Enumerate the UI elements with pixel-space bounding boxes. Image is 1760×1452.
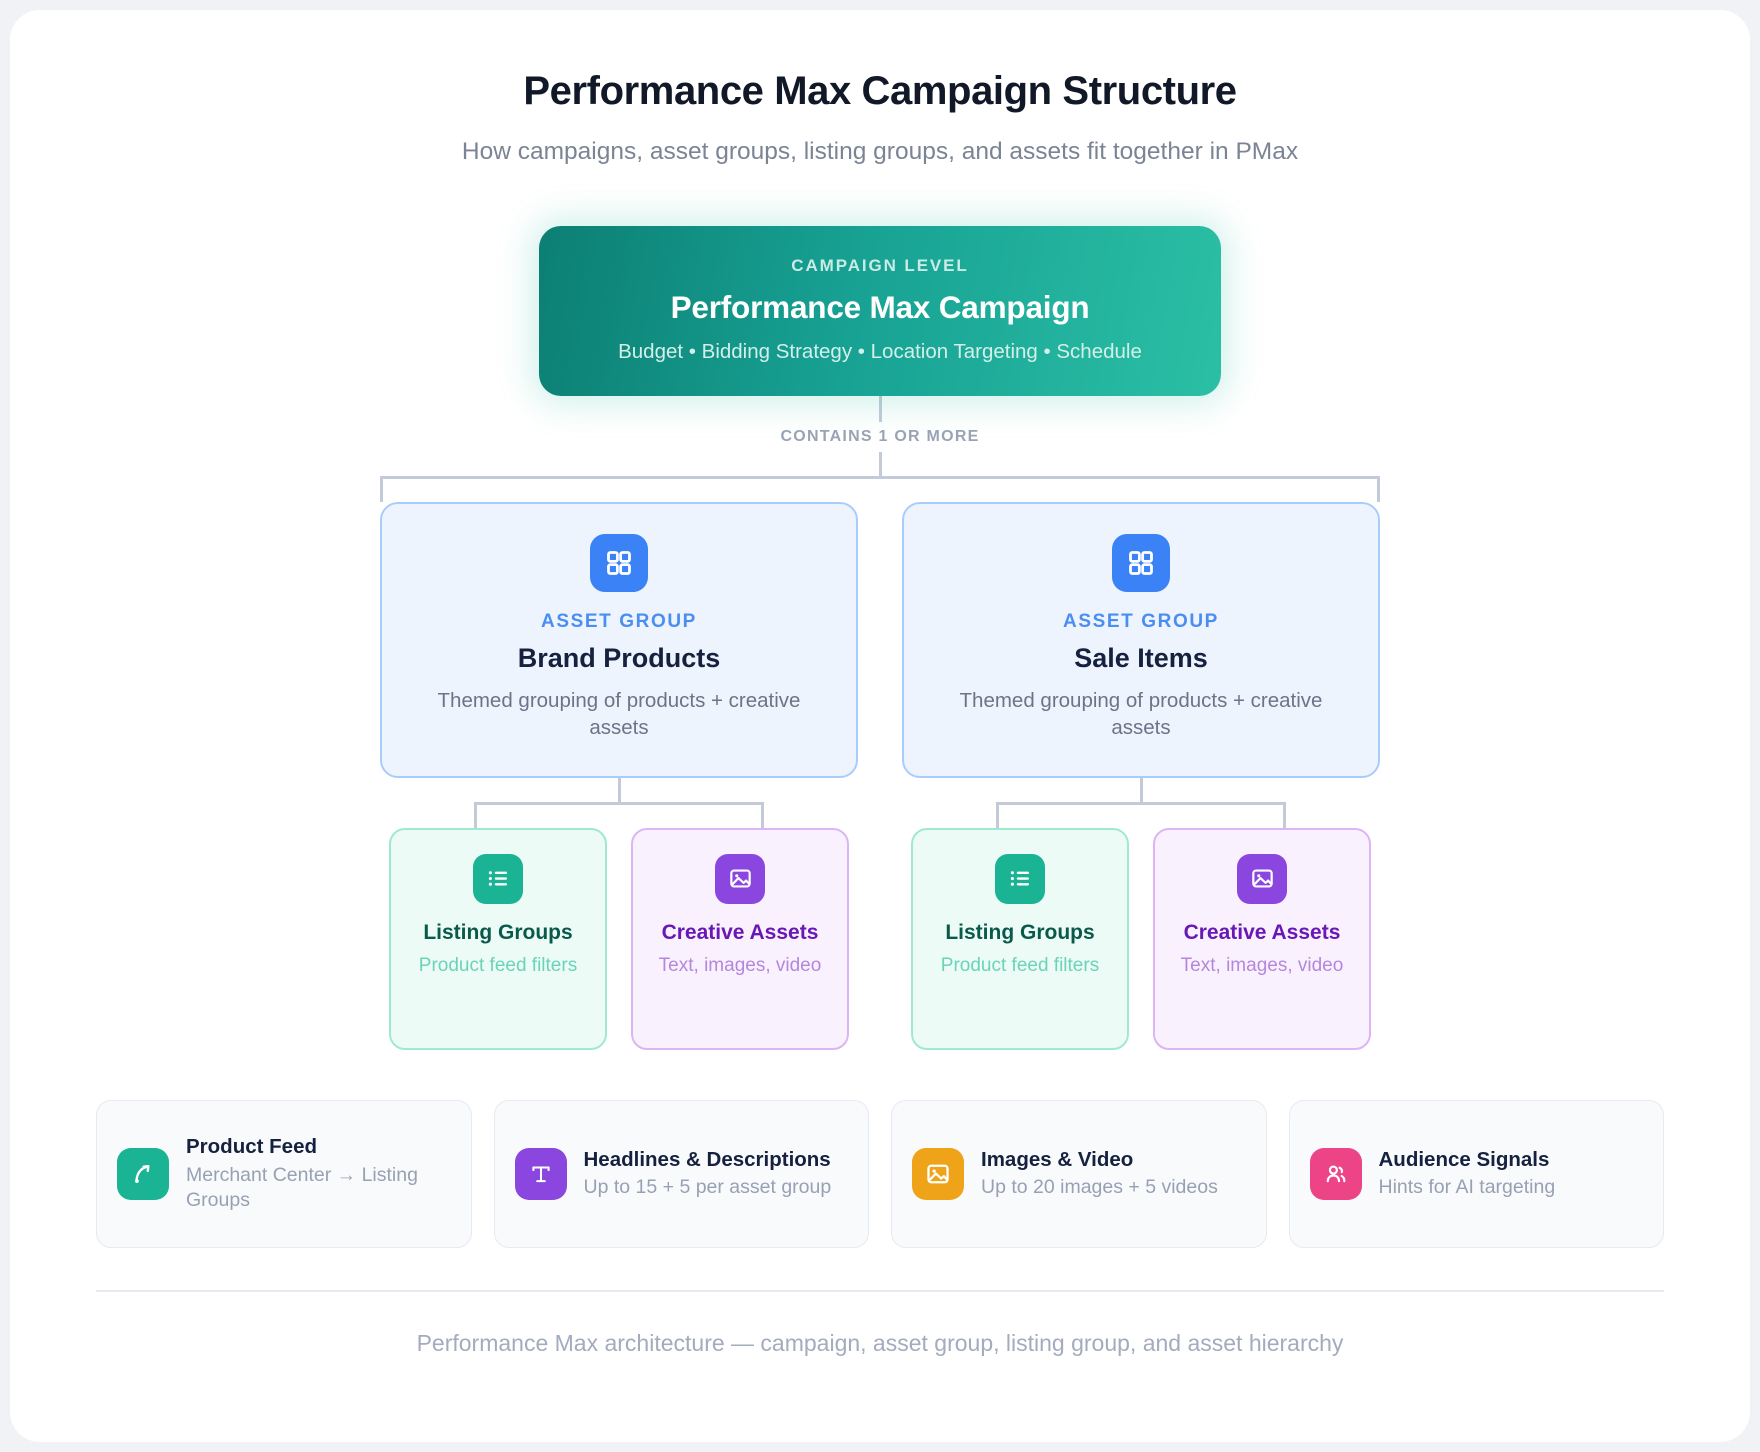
page-subtitle: How campaigns, asset groups, listing gro… (461, 138, 1299, 165)
child-desc: Product feed filters (418, 955, 578, 977)
list-icon (473, 853, 523, 904)
grid-2x2-icon (1112, 533, 1170, 592)
asset-group-card[interactable]: ASSET GROUP Brand Products Themed groupi… (380, 501, 858, 778)
child-desc: Product feed filters (940, 955, 1100, 977)
legend-title: Images & Video (981, 1147, 1134, 1171)
listing-groups-node[interactable]: Listing Groups Product feed filters (911, 827, 1129, 1050)
child-desc: Text, images, video (1180, 955, 1344, 977)
legend-desc: Up to 15 + 5 per asset group (583, 1176, 832, 1199)
asset-group-row: ASSET GROUP Brand Products Themed groupi… (96, 501, 1664, 778)
connector-bracket-assetgroup (996, 801, 1286, 828)
campaign-name: Performance Max Campaign (670, 288, 1090, 325)
connector-bracket-campaign (380, 475, 1380, 502)
diagram-card: Performance Max Campaign Structure How c… (10, 10, 1750, 1442)
asset-group-name: Brand Products (517, 642, 721, 673)
connector-label: CONTAINS 1 OR MORE (780, 427, 980, 445)
asset-group-desc: Themed grouping of products + creative a… (437, 688, 801, 740)
image-icon (715, 853, 765, 904)
asset-group-card[interactable]: ASSET GROUP Sale Items Themed grouping o… (902, 501, 1380, 778)
legend-row: Product Feed Merchant Center → Listing G… (96, 1099, 1664, 1248)
footer-caption: Performance Max architecture — campaign,… (416, 1329, 1344, 1356)
child-desc: Text, images, video (658, 955, 822, 977)
legend-title: Product Feed (186, 1135, 317, 1159)
legend-desc: Up to 20 images + 5 videos (981, 1176, 1218, 1199)
legend-card-product-feed[interactable]: Product Feed Merchant Center → Listing G… (96, 1099, 472, 1248)
legend-desc: Hints for AI targeting (1378, 1176, 1556, 1199)
legend-card-images-video[interactable]: Images & Video Up to 20 images + 5 video… (891, 1099, 1267, 1248)
asset-group-kicker: ASSET GROUP (1063, 610, 1219, 632)
asset-group-name: Sale Items (1074, 642, 1208, 673)
creative-assets-node[interactable]: Creative Assets Text, images, video (1153, 827, 1371, 1050)
grid-2x2-icon (590, 533, 648, 592)
child-title: Listing Groups (945, 920, 1095, 944)
users-icon (1309, 1147, 1362, 1200)
legend-card-audience-signals[interactable]: Audience Signals Hints for AI targeting (1288, 1099, 1664, 1248)
campaign-level-row: CAMPAIGN LEVEL Performance Max Campaign … (96, 225, 1664, 396)
asset-group-desc: Themed grouping of products + creative a… (959, 688, 1323, 740)
feed-icon (117, 1147, 169, 1200)
legend-card-headlines-descriptions[interactable]: Headlines & Descriptions Up to 15 + 5 pe… (493, 1099, 869, 1248)
campaign-kicker: CAMPAIGN LEVEL (791, 255, 969, 275)
legend-title: Headlines & Descriptions (583, 1147, 831, 1171)
child-title: Listing Groups (423, 920, 573, 944)
legend-title: Audience Signals (1378, 1147, 1550, 1171)
creative-assets-node[interactable]: Creative Assets Text, images, video (631, 827, 849, 1050)
connector-stub-top (878, 395, 882, 422)
connector-bracket-assetgroup (474, 801, 764, 828)
legend-desc: Merchant Center → Listing Groups (186, 1164, 418, 1211)
campaign-node[interactable]: CAMPAIGN LEVEL Performance Max Campaign … (539, 225, 1221, 396)
campaign-meta: Budget • Bidding Strategy • Location Tar… (618, 339, 1142, 363)
child-connector-row (96, 777, 1664, 828)
child-title: Creative Assets (1183, 920, 1341, 944)
connector-stub-bottom (878, 451, 882, 476)
child-node-row: Listing Groups Product feed filters Crea… (96, 827, 1664, 1050)
list-icon (995, 853, 1045, 904)
text-t-icon (514, 1147, 567, 1200)
listing-groups-node[interactable]: Listing Groups Product feed filters (389, 827, 607, 1050)
image-icon (1237, 853, 1287, 904)
image-icon (912, 1147, 964, 1200)
footer-divider (96, 1289, 1664, 1292)
page-title: Performance Max Campaign Structure (523, 69, 1237, 113)
asset-group-kicker: ASSET GROUP (541, 610, 697, 632)
child-title: Creative Assets (661, 920, 819, 944)
